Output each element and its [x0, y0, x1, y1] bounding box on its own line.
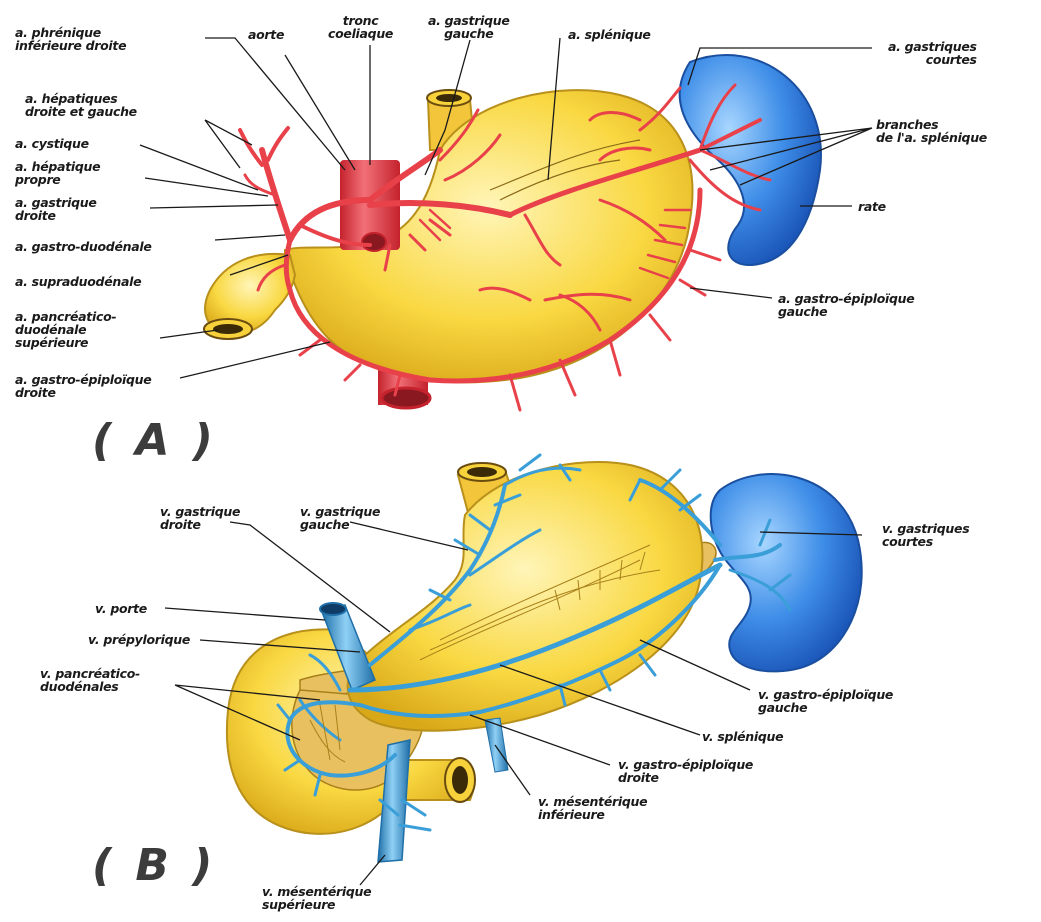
- label-b-splenique: v. splénique: [702, 730, 783, 743]
- label-a-hepatique-propre: a. hépatique propre: [15, 160, 100, 186]
- stomach-b: [348, 462, 703, 731]
- panel-b-tag: ( B ): [92, 840, 216, 891]
- label-a-aorte: aorte: [248, 28, 284, 41]
- label-a-phrenique: a. phrénique inférieure droite: [15, 26, 126, 52]
- label-a-cystique: a. cystique: [15, 137, 89, 150]
- label-b-porte: v. porte: [95, 602, 147, 615]
- label-a-tronc: tronc coeliaque: [328, 14, 393, 40]
- spleen-b: [711, 474, 862, 671]
- label-b-mes-inf: v. mésentérique inférieure: [538, 795, 647, 821]
- label-b-gastrique-gauche: v. gastrique gauche: [300, 505, 380, 531]
- label-b-mes-sup: v. mésentérique supérieure: [262, 885, 371, 911]
- aorta-cut-end: [382, 388, 430, 408]
- inf-mesenteric-vein: [485, 718, 508, 772]
- label-a-gastro-epi-gauche: a. gastro-épiploïque gauche: [778, 292, 914, 318]
- label-a-gastrique-droite: a. gastrique droite: [15, 196, 97, 222]
- label-b-gastriques-courtes: v. gastriques courtes: [882, 522, 969, 548]
- panel-a-tag: ( A ): [92, 415, 217, 466]
- label-a-gastro-epi-droite: a. gastro-épiploïque droite: [15, 373, 151, 399]
- panel-a: [204, 55, 821, 410]
- label-a-pancreatico: a. pancréatico- duodénale supérieure: [15, 310, 116, 349]
- label-a-supraduodenale: a. supraduodénale: [15, 275, 141, 288]
- label-a-hepatiques: a. hépatiques droite et gauche: [25, 92, 137, 118]
- label-a-gastro-duodenale: a. gastro-duodénale: [15, 240, 152, 253]
- label-a-branches: branches de l'a. splénique: [876, 118, 987, 144]
- label-a-rate: rate: [858, 200, 886, 213]
- label-b-gastro-epi-droite: v. gastro-épiploïque droite: [618, 758, 753, 784]
- label-b-prepylorique: v. prépylorique: [88, 633, 190, 646]
- label-b-pancreatico: v. pancréatico- duodénales: [40, 667, 140, 693]
- label-a-gastriques-courtes: a. gastriques courtes: [888, 40, 977, 66]
- label-a-gastrique-gauche: a. gastrique gauche: [428, 14, 510, 40]
- label-a-splenique: a. splénique: [568, 28, 651, 41]
- label-b-gastro-epi-gauche: v. gastro-épiploïque gauche: [758, 688, 893, 714]
- label-b-gastrique-droite: v. gastrique droite: [160, 505, 240, 531]
